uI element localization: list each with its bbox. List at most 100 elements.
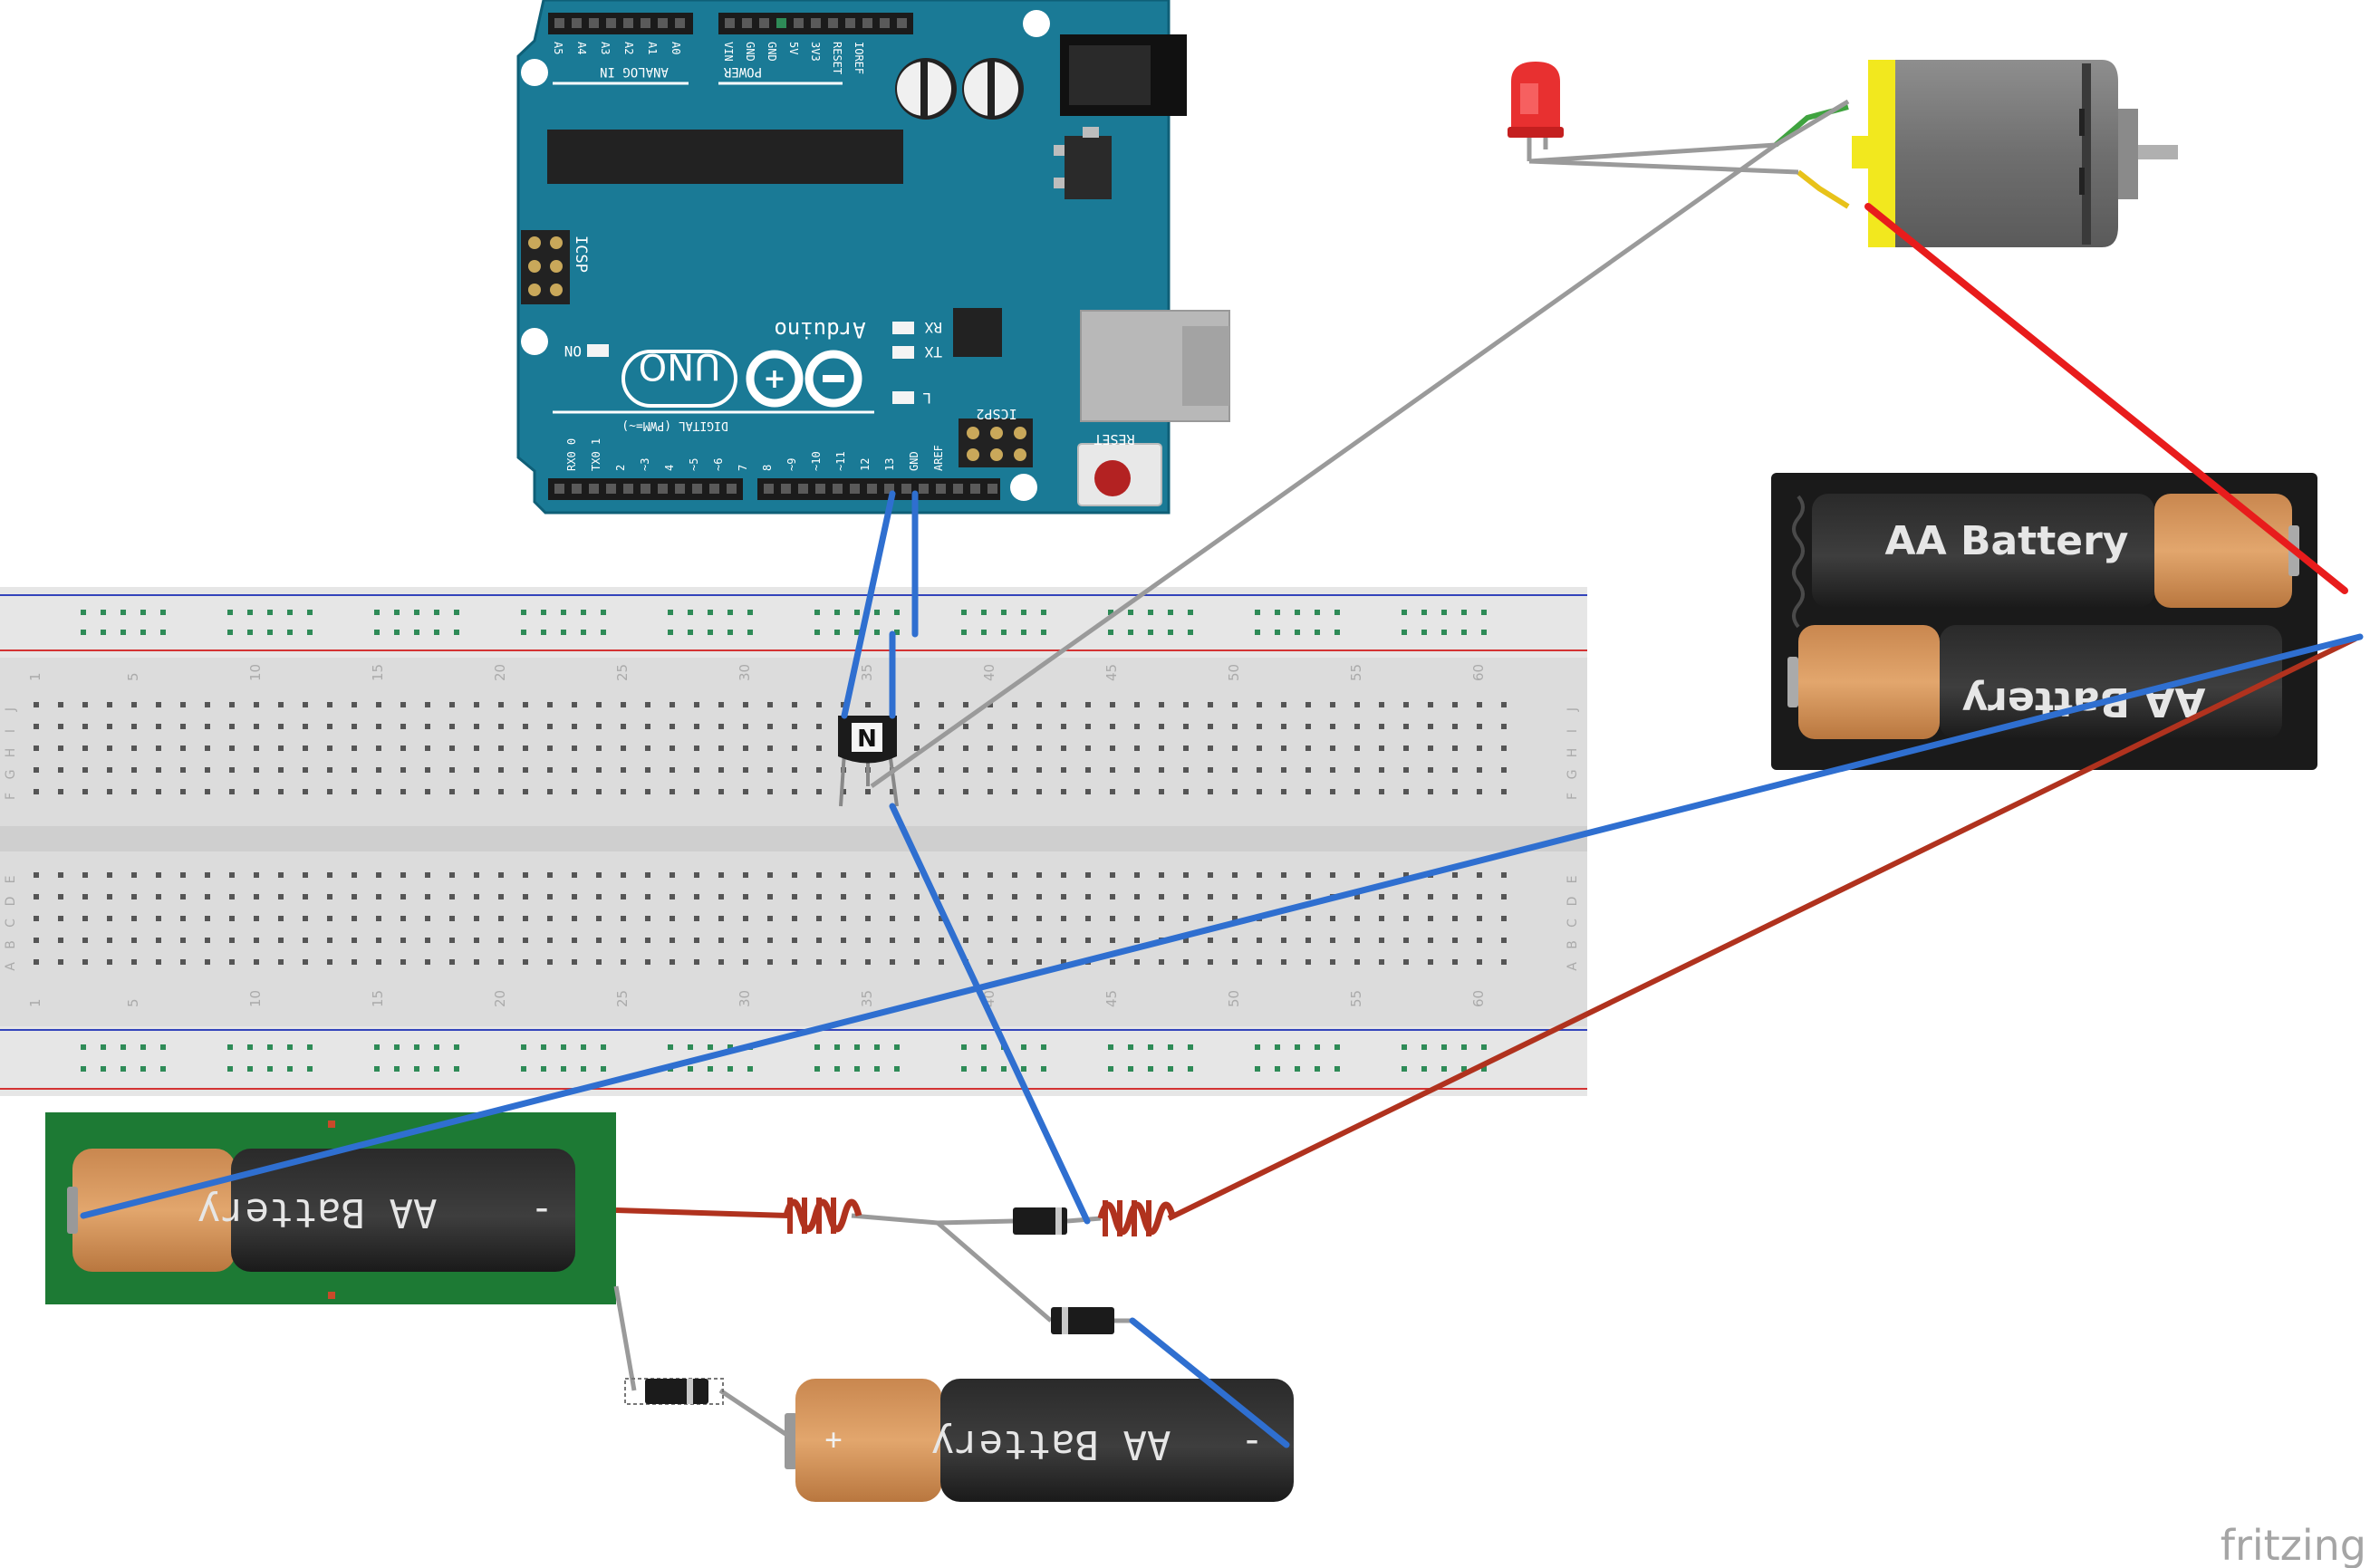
pin-label: ~3 [639, 458, 651, 471]
motor-yellow-lead [1797, 169, 1850, 209]
breadboard: 1155101015152020252530303535404045455050… [0, 587, 1587, 1096]
battery-holder-2xaa[interactable]: AA Battery AA Battery [1771, 473, 2317, 770]
rail-hole [1275, 1066, 1280, 1072]
rail-hole [581, 1066, 586, 1072]
rail-hole [688, 1066, 693, 1072]
wire-motor-to-holder-red[interactable] [1864, 203, 2348, 594]
breadboard-hole [131, 724, 137, 729]
rail-hole [1001, 610, 1007, 615]
rail-hole [814, 610, 820, 615]
column-number: 15 [370, 990, 386, 1007]
breadboard-hole [254, 938, 259, 943]
breadboard-hole [131, 916, 137, 921]
breadboard-hole [1379, 702, 1384, 707]
breadboard-hole [327, 789, 332, 794]
rail-hole [981, 610, 987, 615]
wire-inductor-to-node[interactable] [851, 1213, 939, 1226]
dc-motor[interactable] [1852, 60, 2178, 247]
rail-hole [1128, 610, 1133, 615]
breadboard-hole [1305, 938, 1311, 943]
diode-2[interactable] [1051, 1307, 1132, 1334]
rail-hole [601, 1066, 606, 1072]
breadboard-hole [1428, 746, 1433, 751]
red-led[interactable] [1508, 62, 1564, 161]
breadboard-hole [670, 894, 675, 899]
row-letter: A [1566, 962, 1580, 971]
rail-hole [81, 1066, 86, 1072]
rail-hole [727, 1066, 733, 1072]
mounting-hole [1010, 474, 1037, 501]
breadboard-hole [1501, 872, 1507, 878]
breadboard-hole [498, 724, 504, 729]
breadboard-hole [156, 702, 161, 707]
wire-led-to-motor[interactable] [1528, 99, 1850, 164]
breadboard-hole [180, 789, 186, 794]
breadboard-hole [792, 959, 797, 965]
reset-button-cap[interactable] [1094, 460, 1131, 496]
breadboard-hole [547, 894, 553, 899]
pin-label: 2 [614, 465, 627, 471]
breadboard-hole [767, 959, 773, 965]
breadboard-hole [547, 789, 553, 794]
breadboard-hole [1452, 894, 1458, 899]
wire-led-to-motor-2[interactable] [1528, 159, 1799, 175]
battery-holder-green[interactable]: AA Battery - [45, 1112, 616, 1304]
breadboard-hole [474, 724, 479, 729]
breadboard-hole [400, 789, 406, 794]
wire-battery-to-holder-blue[interactable] [80, 633, 2364, 1219]
rail-hole [454, 1066, 459, 1072]
wire-node-to-diode[interactable] [937, 1218, 1014, 1226]
battery-single-lower[interactable]: + AA Battery - [785, 1379, 1294, 1502]
diode-1[interactable] [1013, 1207, 1067, 1235]
wire-node-to-diode2[interactable] [936, 1221, 1053, 1323]
breadboard-hole [1159, 916, 1164, 921]
breadboard-hole [670, 746, 675, 751]
battery-label: AA Battery [198, 1189, 438, 1236]
diode-3[interactable] [624, 1378, 724, 1405]
rail-hole [521, 1066, 526, 1072]
breadboard-hole [988, 746, 993, 751]
wire-holder-to-diode3[interactable] [613, 1285, 637, 1391]
voltage-regulator [1065, 136, 1112, 199]
battery-cell [940, 1379, 1294, 1502]
breadboard-hole [1012, 746, 1017, 751]
breadboard-hole [1061, 789, 1066, 794]
breadboard-hole [572, 959, 577, 965]
breadboard-hole [718, 916, 724, 921]
breadboard-hole [743, 767, 748, 773]
breadboard-hole [963, 724, 968, 729]
motor-slot [2079, 168, 2085, 195]
breadboard-hole [572, 894, 577, 899]
rail-hole [434, 1044, 439, 1050]
breadboard-hole [376, 724, 381, 729]
wire-transistor-to-diode[interactable] [889, 803, 1091, 1225]
rail-hole [1315, 630, 1320, 635]
breadboard-hole [1305, 724, 1311, 729]
icsp2-pin [990, 427, 1003, 439]
rail-hole [1128, 1044, 1133, 1050]
wire-inductor2-to-battery-holder[interactable] [1167, 636, 2357, 1221]
inductor-right[interactable] [1097, 1200, 1177, 1236]
wire-pin13-to-transistor[interactable] [841, 490, 896, 719]
rail-hole [894, 1066, 900, 1072]
breadboard-hole [1232, 724, 1238, 729]
breadboard-hole [572, 746, 577, 751]
rail-hole [267, 630, 273, 635]
wire-motor-to-transistor[interactable] [870, 142, 1778, 789]
breadboard-hole [352, 724, 357, 729]
breadboard-hole [1134, 872, 1140, 878]
breadboard-hole [1379, 767, 1384, 773]
npn-transistor[interactable]: N [838, 716, 899, 807]
column-number: 10 [247, 990, 264, 1007]
wire-diode3-to-battery[interactable] [718, 1388, 790, 1438]
fritzing-watermark: fritzing [2221, 1521, 2366, 1568]
wire-diode2-to-battery[interactable] [1129, 1317, 1290, 1448]
breadboard-hole [1061, 872, 1066, 878]
breadboard-hole [1036, 959, 1042, 965]
wire-holder-to-inductor[interactable] [615, 1207, 789, 1218]
rail-hole [374, 610, 380, 615]
inductor-left[interactable] [783, 1198, 862, 1234]
breadboard-hole [1403, 702, 1409, 707]
rail-hole [581, 630, 586, 635]
